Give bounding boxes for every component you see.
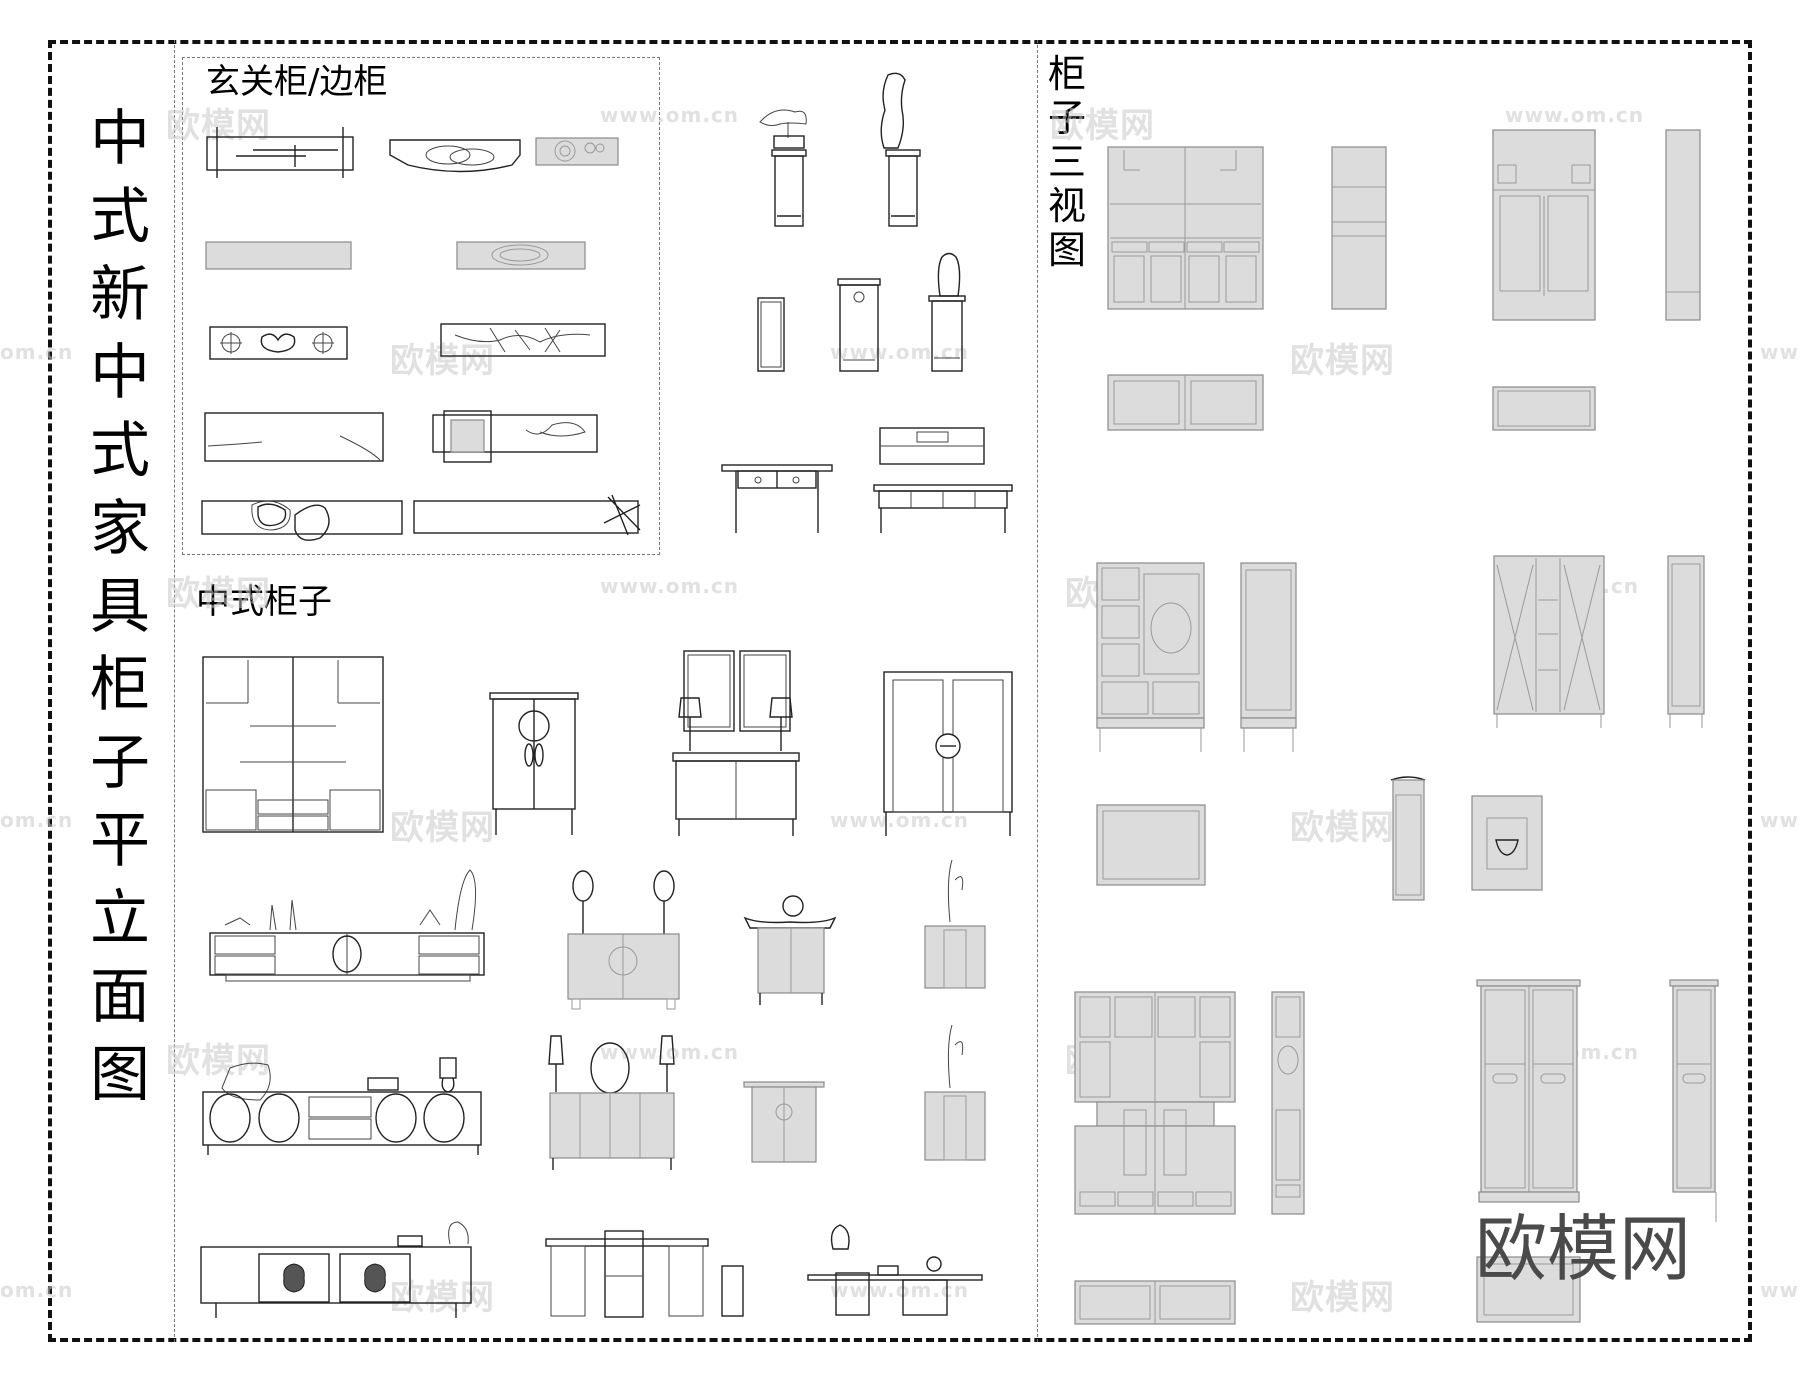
round-handle-cabinet (743, 1081, 825, 1163)
main-title-char: 面 (90, 962, 150, 1032)
section-divider (1037, 40, 1038, 1342)
tea-desk-chair (545, 1230, 744, 1318)
three-view-label-char: 子 (1047, 96, 1086, 140)
tv-cabinet-3 (200, 1221, 472, 1318)
carved-stand (837, 278, 881, 372)
main-title-char: 柜 (90, 650, 150, 720)
three-view-label-char: 柜 (1047, 52, 1086, 96)
mirror-console (672, 650, 800, 836)
main-title-char: 中 (90, 338, 150, 408)
three-view-label-char: 视 (1047, 184, 1086, 228)
glass-bookcase-set (1493, 555, 1705, 728)
title-divider (174, 40, 175, 1342)
entry-cabinet-label: 玄关柜/边柜 (206, 62, 388, 102)
three-view-label-char: 图 (1047, 228, 1086, 272)
main-title: 中式新中式家具柜子平立面图 (80, 100, 160, 1114)
console-table (721, 464, 833, 533)
plan-4 (205, 241, 352, 270)
main-title-char: 式 (90, 182, 150, 252)
plan-5 (456, 241, 586, 270)
narrow-stand (757, 297, 785, 372)
altar-cabinet (743, 895, 837, 1005)
tv-cabinet-1 (209, 869, 485, 982)
main-title-char: 立 (90, 884, 150, 954)
watermark-brand-large: 欧模网 (1475, 1207, 1692, 1291)
outer-frame (48, 40, 1752, 1342)
scroll-painting (1390, 776, 1426, 901)
chinese-cabinet-label: 中式柜子 (196, 582, 332, 622)
plan-3 (535, 137, 619, 166)
low-cabinet (879, 427, 985, 465)
plan-7 (440, 323, 606, 357)
main-title-char: 子 (90, 728, 150, 798)
vase-cabinet-2 (924, 1024, 986, 1161)
framed-bowl (1471, 795, 1543, 891)
plan-2 (389, 139, 521, 173)
plan-11 (413, 494, 641, 536)
display-cabinet-set (1107, 146, 1387, 431)
wardrobe-set-1 (1492, 129, 1701, 431)
main-title-char: 具 (90, 572, 150, 642)
carved-cabinet-set (1074, 991, 1305, 1325)
plan-10 (201, 500, 403, 541)
panel-cabinet-set (1096, 562, 1297, 886)
main-title-char: 式 (90, 416, 150, 486)
plan-1 (206, 127, 354, 178)
wardrobe-set-2 (1476, 979, 1719, 1323)
main-title-char: 平 (90, 806, 150, 876)
display-shelf (202, 656, 384, 833)
three-view-label-char: 三 (1047, 140, 1086, 184)
tea-table (807, 1224, 983, 1316)
vase-cabinet-1 (924, 859, 986, 989)
plan-8 (204, 412, 384, 462)
plan-6 (209, 326, 348, 360)
main-title-char: 图 (90, 1040, 150, 1110)
entry-cabinet-box (182, 57, 660, 555)
bonsai-stand (759, 109, 807, 227)
lantern-cabinet (567, 870, 680, 1010)
main-title-char: 新 (90, 260, 150, 330)
drawer-bench (873, 484, 1013, 533)
three-view-label: 柜子三视图 (1042, 52, 1092, 272)
main-title-char: 中 (90, 104, 150, 174)
lamp-sideboard (548, 1035, 675, 1170)
main-title-char: 家 (90, 494, 150, 564)
plan-9 (432, 410, 598, 463)
rock-stand (880, 72, 921, 227)
round-lock-wardrobe (489, 692, 579, 835)
tv-cabinet-2 (202, 1057, 482, 1155)
vase-stand (928, 252, 966, 372)
double-door-wardrobe (883, 671, 1013, 836)
